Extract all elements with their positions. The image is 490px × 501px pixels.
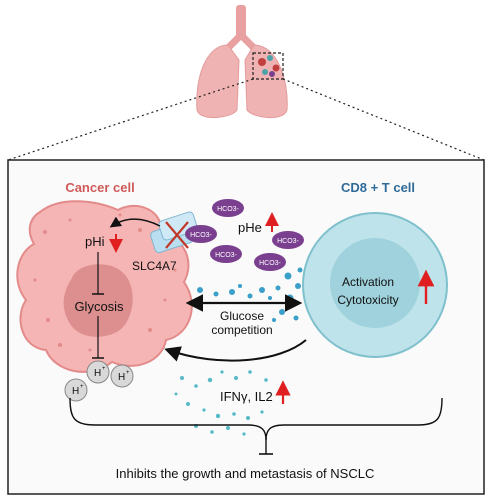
glycosis-label: Glycosis [74, 299, 124, 314]
slc4a7-label: SLC4A7 [132, 259, 177, 273]
tcell-title: CD8 + T cell [341, 180, 415, 195]
bicarbonate-ion-3-label: HCO3- [215, 252, 237, 259]
bicarbonate-ion-2: HCO3- [212, 199, 244, 217]
bicarbonate-ion-5-label: HCO3- [259, 260, 281, 267]
bicarbonate-ion-1: HCO3- [185, 225, 217, 243]
bicarbonate-ion-4: HCO3- [272, 231, 304, 249]
cytokine-particles [174, 370, 268, 436]
cancer-cell-title: Cancer cell [65, 180, 134, 195]
glucose-label-line2: competition [211, 323, 272, 337]
proton-1-label: H [72, 386, 79, 397]
proton-3: H + [110, 364, 134, 388]
bicarbonate-ion-2-label: HCO3- [217, 206, 239, 213]
zoom-region [252, 52, 284, 80]
lungs-icon [196, 5, 288, 118]
zoom-line-right [282, 78, 485, 161]
bicarbonate-ion-5: HCO3- [254, 253, 286, 271]
phe-label: pHe [238, 220, 262, 235]
proton-3-charge: + [126, 370, 130, 376]
summary-text: Inhibits the growth and metastasis of NS… [116, 466, 375, 481]
proton-2-charge: + [102, 366, 106, 372]
bicarbonate-ion-1-label: HCO3- [190, 232, 212, 239]
proton-2: H + [86, 360, 110, 384]
cytokines-label: IFNγ, IL2 [220, 389, 273, 404]
cytotoxicity-label: Cytotoxicity [337, 293, 398, 307]
transport-arrow [109, 216, 161, 228]
blocked-cross-b [165, 221, 189, 249]
proton-3-label: H [118, 372, 125, 383]
proton-2-label: H [94, 368, 101, 379]
bicarbonate-ion-4-label: HCO3- [277, 238, 299, 245]
phi-label: pHi [85, 234, 105, 249]
bicarbonate-ion-3: HCO3- [210, 245, 242, 263]
proton-1: H + [64, 378, 88, 402]
zoom-line-left [7, 78, 254, 161]
proton-1-charge: + [80, 384, 84, 390]
cytokine-arrow [164, 339, 307, 362]
glucose-label-line1: Glucose [220, 309, 264, 323]
tcell-nucleus [330, 238, 420, 328]
nucleus [63, 264, 133, 337]
cancer-cell-granules [33, 213, 177, 352]
activation-label: Activation [342, 275, 394, 289]
